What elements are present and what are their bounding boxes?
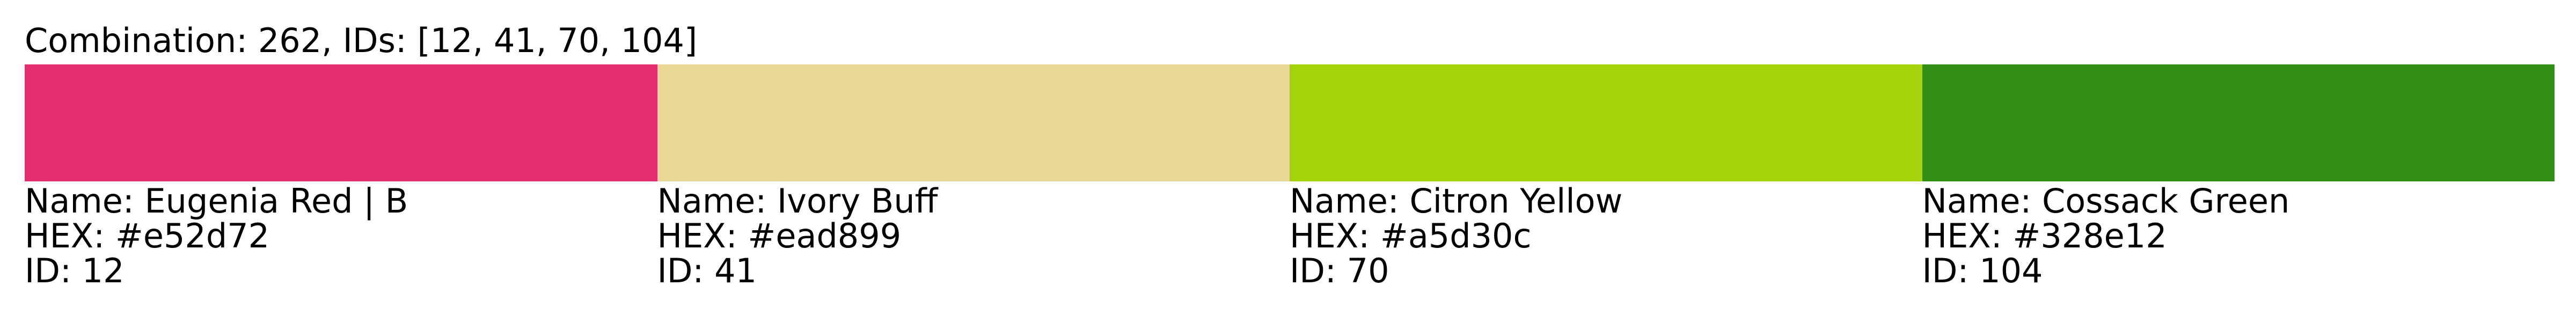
swatch-info: Name: Ivory Buff HEX: #ead899 ID: 41 — [657, 184, 1290, 288]
swatch-hex: HEX: #e52d72 — [25, 216, 270, 255]
swatch-id: ID: 70 — [1290, 251, 1389, 290]
combination-title: Combination: 262, IDs: [12, 41, 70, 104] — [25, 21, 698, 60]
swatch-info: Name: Cossack Green HEX: #328e12 ID: 104 — [1922, 184, 2555, 288]
swatch-hex: HEX: #a5d30c — [1290, 216, 1532, 255]
swatch-card: Name: Eugenia Red | B HEX: #e52d72 ID: 1… — [25, 64, 657, 288]
swatch-id: ID: 41 — [657, 251, 757, 290]
color-palette: Name: Eugenia Red | B HEX: #e52d72 ID: 1… — [25, 64, 2555, 288]
color-swatch — [25, 64, 657, 181]
swatch-id: ID: 104 — [1922, 251, 2043, 290]
color-swatch — [1290, 64, 1922, 181]
swatch-card: Name: Citron Yellow HEX: #a5d30c ID: 70 — [1290, 64, 1922, 288]
swatch-info: Name: Citron Yellow HEX: #a5d30c ID: 70 — [1290, 184, 1922, 288]
swatch-name: Name: Citron Yellow — [1290, 181, 1623, 221]
swatch-card: Name: Cossack Green HEX: #328e12 ID: 104 — [1922, 64, 2555, 288]
swatch-info: Name: Eugenia Red | B HEX: #e52d72 ID: 1… — [25, 184, 657, 288]
color-swatch — [657, 64, 1290, 181]
swatch-hex: HEX: #328e12 — [1922, 216, 2167, 255]
swatch-card: Name: Ivory Buff HEX: #ead899 ID: 41 — [657, 64, 1290, 288]
swatch-hex: HEX: #ead899 — [657, 216, 902, 255]
swatch-name: Name: Eugenia Red | B — [25, 181, 408, 221]
color-swatch — [1922, 64, 2555, 181]
swatch-name: Name: Ivory Buff — [657, 181, 938, 221]
swatch-id: ID: 12 — [25, 251, 125, 290]
swatch-name: Name: Cossack Green — [1922, 181, 2290, 221]
